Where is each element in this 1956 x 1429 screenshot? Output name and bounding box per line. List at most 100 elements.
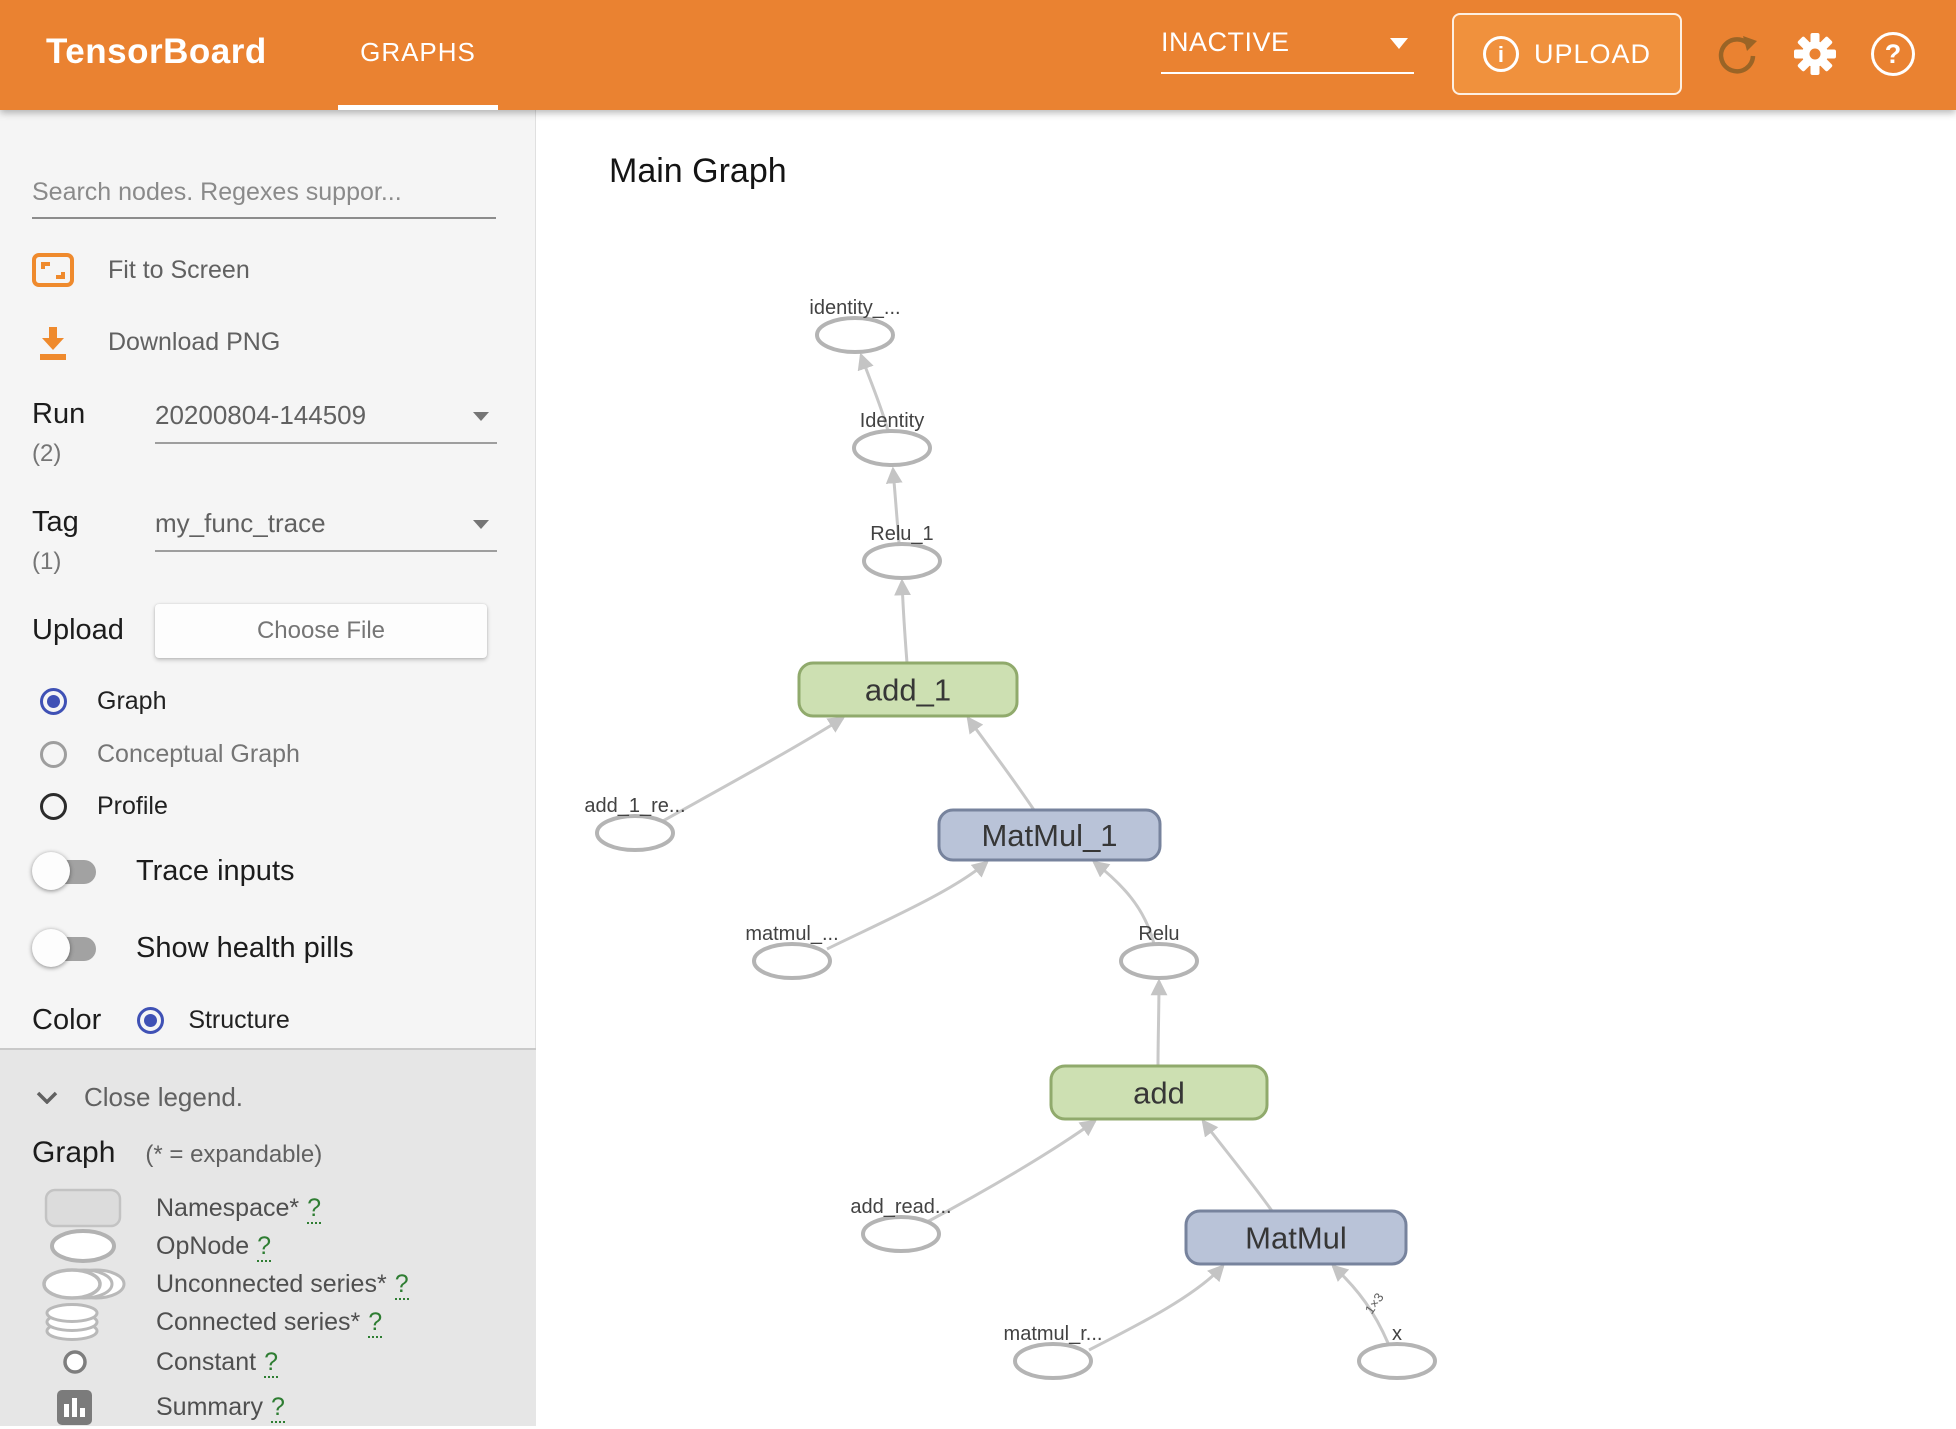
graph-edge-x-to-MatMul	[1331, 1264, 1390, 1344]
graph-node-label-x: x	[1392, 1323, 1402, 1345]
tag-count: (1)	[32, 548, 62, 575]
help-link[interactable]: ?	[394, 1269, 409, 1300]
graph-node-add_read[interactable]	[861, 1215, 941, 1253]
help-icon[interactable]: ?	[1868, 28, 1918, 80]
help-link[interactable]: ?	[270, 1392, 285, 1423]
chevron-down-icon	[473, 520, 489, 529]
tab-active-indicator	[338, 105, 498, 110]
help-link[interactable]: ?	[264, 1347, 278, 1378]
help-link[interactable]: ?	[257, 1231, 272, 1262]
graph-edge-Relu-to-MatMul_1	[1092, 860, 1156, 945]
graph-canvas[interactable]: 1×3identity_...IdentityRelu_1add_1add_1_…	[537, 110, 1956, 1426]
graph-node-label-Identity: Identity	[860, 410, 924, 432]
radio-unselected-icon	[40, 792, 67, 820]
legend-item-connected: Connected series*?	[20, 1300, 383, 1344]
graph-node-matmul_read[interactable]	[1013, 1342, 1093, 1380]
app-header: TensorBoard GRAPHS INACTIVE i UPLOAD	[0, 0, 1956, 110]
status-dropdown[interactable]: INACTIVE	[1161, 22, 1414, 74]
tag-dropdown[interactable]: my_func_trace	[155, 508, 497, 552]
legend-item-label: Connected series*?	[156, 1307, 383, 1338]
color-label: Color	[32, 1003, 102, 1036]
run-count: (2)	[32, 440, 62, 467]
opnode-swatch-icon	[50, 1229, 116, 1263]
radio-selected-icon	[40, 687, 67, 715]
graph-node-label-identity_out: identity_...	[809, 297, 900, 319]
legend-item-label: Constant?	[156, 1347, 278, 1378]
graph-node-matmul_read_1[interactable]	[752, 942, 832, 980]
unconnected-swatch-icon	[42, 1268, 126, 1300]
summary-swatch-icon	[57, 1390, 92, 1425]
toggle-off-icon	[32, 851, 96, 890]
radio-conceptual-graph[interactable]: Conceptual Graph	[40, 734, 300, 774]
color-by-row: Color Structure	[32, 998, 290, 1042]
graph-node-add[interactable]	[1049, 1064, 1269, 1121]
trace-inputs-toggle[interactable]: Trace inputs	[32, 845, 295, 897]
radio-graph[interactable]: Graph	[40, 681, 166, 721]
graph-node-label-matmul_read_1: matmul_...	[745, 923, 838, 945]
legend-item-label: Summary?	[156, 1392, 285, 1423]
graph-edge-add_1-to-Relu_1	[894, 578, 911, 664]
graph-node-label-add_read: add_read...	[850, 1196, 951, 1218]
radio-profile[interactable]: Profile	[40, 786, 168, 826]
connected-swatch-icon	[45, 1303, 99, 1341]
graph-node-Relu_1[interactable]	[862, 542, 942, 580]
radio-unselected-icon	[40, 740, 67, 768]
refresh-icon[interactable]	[1712, 28, 1762, 80]
graph-node-label-Relu: Relu	[1138, 923, 1179, 945]
graph-node-add_1[interactable]	[797, 661, 1019, 718]
graph-node-x[interactable]	[1357, 1342, 1437, 1380]
fit-to-screen-icon	[32, 253, 74, 287]
close-legend-button[interactable]: Close legend.	[36, 1082, 243, 1113]
legend-item-opnode: OpNode?	[20, 1224, 272, 1268]
upload-button[interactable]: i UPLOAD	[1452, 13, 1682, 95]
legend-item-label: Unconnected series*?	[156, 1269, 409, 1300]
sidebar: Fit to Screen Download PNG Run (2) 20200…	[0, 110, 536, 1426]
graph-node-label-matmul_read: matmul_r...	[1004, 1323, 1103, 1345]
graph-edge-MatMul-to-add	[1201, 1118, 1274, 1212]
tab-graphs[interactable]: GRAPHS	[360, 37, 476, 67]
help-link[interactable]: ?	[368, 1307, 383, 1338]
status-label: INACTIVE	[1161, 27, 1290, 57]
run-dropdown[interactable]: 20200804-144509	[155, 400, 497, 444]
graph-node-label-add: add	[1133, 1076, 1185, 1111]
legend-item-constant: Constant?	[20, 1340, 278, 1384]
search-input[interactable]	[32, 172, 496, 219]
download-png-button[interactable]: Download PNG	[32, 317, 280, 367]
legend-item-unconnected: Unconnected series*?	[20, 1262, 409, 1306]
graph-node-label-MatMul_1: MatMul_1	[981, 818, 1117, 853]
graph-node-MatMul[interactable]	[1184, 1209, 1408, 1266]
show-health-pills-toggle[interactable]: Show health pills	[32, 922, 354, 974]
edge-shape-label: 1×3	[1362, 1290, 1387, 1317]
graph-node-label-add_1_read: add_1_re...	[584, 795, 685, 817]
upload-label: Upload	[32, 614, 124, 646]
legend-header: Graph (* = expandable)	[32, 1136, 323, 1169]
graph-node-label-MatMul: MatMul	[1245, 1221, 1347, 1256]
fit-to-screen-button[interactable]: Fit to Screen	[32, 245, 250, 295]
graph-edge-matmul_read-to-MatMul	[1088, 1264, 1225, 1352]
run-label: Run	[32, 398, 86, 430]
info-icon: i	[1482, 36, 1519, 72]
graph-edge-matmul_read_1-to-MatMul_1	[826, 860, 989, 951]
graph-node-identity_out[interactable]	[815, 316, 895, 354]
graph-node-Identity[interactable]	[852, 429, 932, 467]
graph-edge-add_read-to-add	[926, 1119, 1098, 1224]
main-graph-title: Main Graph	[609, 152, 787, 190]
legend-panel: Close legend. Graph (* = expandable) Nam…	[0, 1048, 536, 1426]
graph-edge-Relu_1-to-Identity	[885, 466, 903, 544]
graph-node-Relu[interactable]	[1119, 942, 1199, 980]
legend-item-namespace: Namespace*?	[20, 1186, 322, 1230]
tag-label: Tag	[32, 506, 79, 538]
graph-node-MatMul_1[interactable]	[937, 808, 1162, 862]
constant-swatch-icon	[63, 1350, 87, 1374]
graph-edge-Identity-to-identity_out	[857, 352, 890, 432]
graph-edge-add_1_read-to-add_1	[660, 716, 846, 824]
help-link[interactable]: ?	[307, 1193, 322, 1224]
namespace-swatch-icon	[44, 1188, 122, 1228]
radio-color-structure[interactable]: Structure	[137, 1006, 290, 1035]
choose-file-button[interactable]: Choose File	[155, 604, 487, 658]
app-title: TensorBoard	[46, 32, 267, 71]
legend-item-label: OpNode?	[156, 1231, 272, 1262]
gear-icon[interactable]	[1790, 28, 1840, 80]
graph-node-add_1_read[interactable]	[595, 814, 675, 852]
